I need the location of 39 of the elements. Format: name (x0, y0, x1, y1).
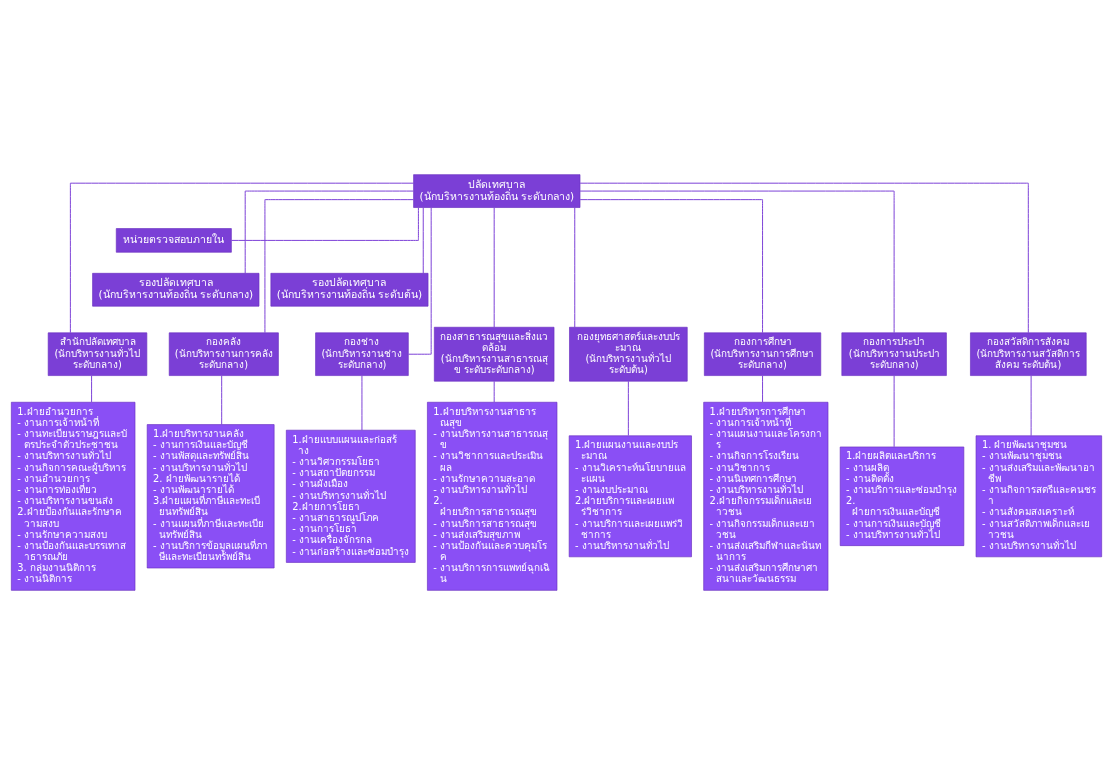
connector (762, 374, 764, 402)
node-box: 1.ฝ่ายบริหารงานคลัง - งานการเงินและบัญชี - งานพัสดุและทรัพย์สิน - งานบริหารงานทั่วไป 2. ฝ่ายพัฒนารายได้ - งานพัฒนารายได้ 3.ฝ่ายแผนที่ภาษีและทะเบียนทรัพย์สิน - งานแผนที่ภาษีและทะเบียนทรัพย์สิน - งานบริการข้อมูลแผนที่ภาษีและทะเบียนทรัพย์สิน (146, 423, 275, 568)
node-box: 1.ฝ่ายอำนวยการ - งานการเจ้าหน้าที่ - งานทะเบียนราษฎรและบัตรประจำตัวประชาชน - งานบริหารงานทั่วไป - งานกิจการคณะผู้บริหาร - งานอำนวยการ - งานการท่องเที่ยว - งานบริหารงานขนส่ง 2.ฝ่ายป้องกันและรักษาความสงบ - งานรักษาความสงบ - งานป้องกันและบรรเทาสาธารณภัย 3. กลุ่มงานนิติการ - งานนิติการ (11, 401, 136, 591)
connector (579, 182, 1029, 333)
node-box: 1.ฝ่ายแบบแผนและก่อสร้าง - งานวิศวกรรมโยธา - งานสถาปัตยกรรม - งานผังเมือง - งานบริหารงานทั่วไป 2.ฝ่ายการโยธา - งานสาธารณูปโภค - งานการโยธา - งานเครื่องจักรกล - งานก่อสร้างและซ่อมบำรุง (285, 429, 416, 563)
node-box: หน่วยตรวจสอบภายใน (115, 227, 232, 253)
connector (408, 206, 432, 355)
connector (91, 374, 93, 402)
connector (493, 206, 495, 328)
node-box: กองสวัสดิการสังคม (นักบริหารงานสวัสดิการสังคม ระดับต้น) (970, 332, 1087, 376)
node-box: กองการศึกษา (นักบริหารงานการศึกษา ระดับกลาง) (704, 332, 822, 376)
node-box: 1. ฝ่ายพัฒนาชุมชน - งานพัฒนาชุมชน - งานส่งเสริมและพัฒนาอาชีพ - งานกิจการสตรีและคนชรา - งานสังคมสงเคราะห์ - งานสวัสดิภาพเด็กและเยาวชน - งานบริหารงานทั่วไป (975, 434, 1102, 557)
node-box: ปลัดเทศบาล (นักบริหารงานท้องถิ่น ระดับกลาง) (413, 173, 581, 208)
connector (361, 374, 363, 431)
node-box: กองช่าง (นักบริหารงานช่าง ระดับกลาง) (315, 332, 409, 376)
node-box: 1.ฝ่ายบริหารงานสาธารณสุข - งานบริหารงานสาธารณสุข - งานวิชาการและประเมินผล - งานรักษาความสะอาด - งานบริหารงานทั่วไป 2. ฝ่ายบริการสาธารณสุข - งานบริการสาธารณสุข - งานส่งเสริมสุขภาพ - งานป้องกันและควบคุมโรค - งานบริการการแพทย์ฉุกเฉิน (427, 401, 558, 591)
connector (230, 206, 419, 241)
connector (574, 206, 576, 328)
connector (69, 182, 415, 333)
connector (422, 206, 424, 274)
node-box: รองปลัดเทศบาล (นักบริหารงานท้องถิ่น ระดับกลาง) (92, 272, 260, 306)
node-box: กองยุทธศาสตร์และงบประมาณ (นักบริหารงานทั่วไป ระดับต้น) (569, 326, 688, 381)
node-box: กองคลัง (นักบริหารงานการคลัง ระดับกลาง) (168, 332, 279, 376)
node-box: กองสาธารณสุขและสิ่งแวดล้อม (นักบริหารงานสาธารณสุข ระดับระดับกลาง) (434, 326, 555, 381)
connector (579, 198, 764, 333)
node-box: สำนักปลัดเทศบาล (นักบริหารงานทั่วไป ระดับกลาง) (47, 332, 148, 376)
connector (627, 380, 629, 436)
node-box: 1.ฝ่ายผลิตและบริการ - งานผลิต - งานติดตั้ง - งานบริการและซ่อมบำรุง 2. ฝ่ายการเงินและบัญชี - งานการเงินและบัญชี - งานบริหารงานทั่วไป (839, 446, 965, 546)
connector (893, 374, 895, 447)
node-box: รองปลัดเทศบาล (นักบริหารงานท้องถิ่น ระดับต้น) (270, 272, 429, 306)
node-box: 1.ฝ่ายแผนงานและงบประมาณ - งานวิเคราะห์นโยบายและแผน - งานงบประมาณ 2.ฝ่ายบริการและเผยแพร่วิชาการ - งานบริการและเผยแพร่วิชาการ - งานบริหารงานทั่วไป (568, 434, 692, 557)
connector (244, 190, 415, 274)
connector (264, 198, 414, 333)
connector (1030, 374, 1032, 436)
connector (579, 190, 895, 333)
connector (221, 374, 223, 425)
node-box: 1.ฝ่ายบริหารการศึกษา - งานการเจ้าหน้าที่ - งานแผนงานและโครงการ - งานกิจการโรงเรียน - งานวิชาการ - งานนิเทศการศึกษา - งานบริหารงานทั่วไป 2.ฝ่ายกิจกรรมเด็กและเยาวชน - งานกิจกรรมเด็กและเยาวชน - งานส่งเสริมกีฬาและนันทนาการ - งานส่งเสริมการศึกษาศาสนาและวัฒนธรรม (703, 401, 829, 591)
node-box: กองการประปา (นักบริหารงานประปา ระดับกลาง) (841, 332, 947, 376)
connector (493, 380, 495, 402)
